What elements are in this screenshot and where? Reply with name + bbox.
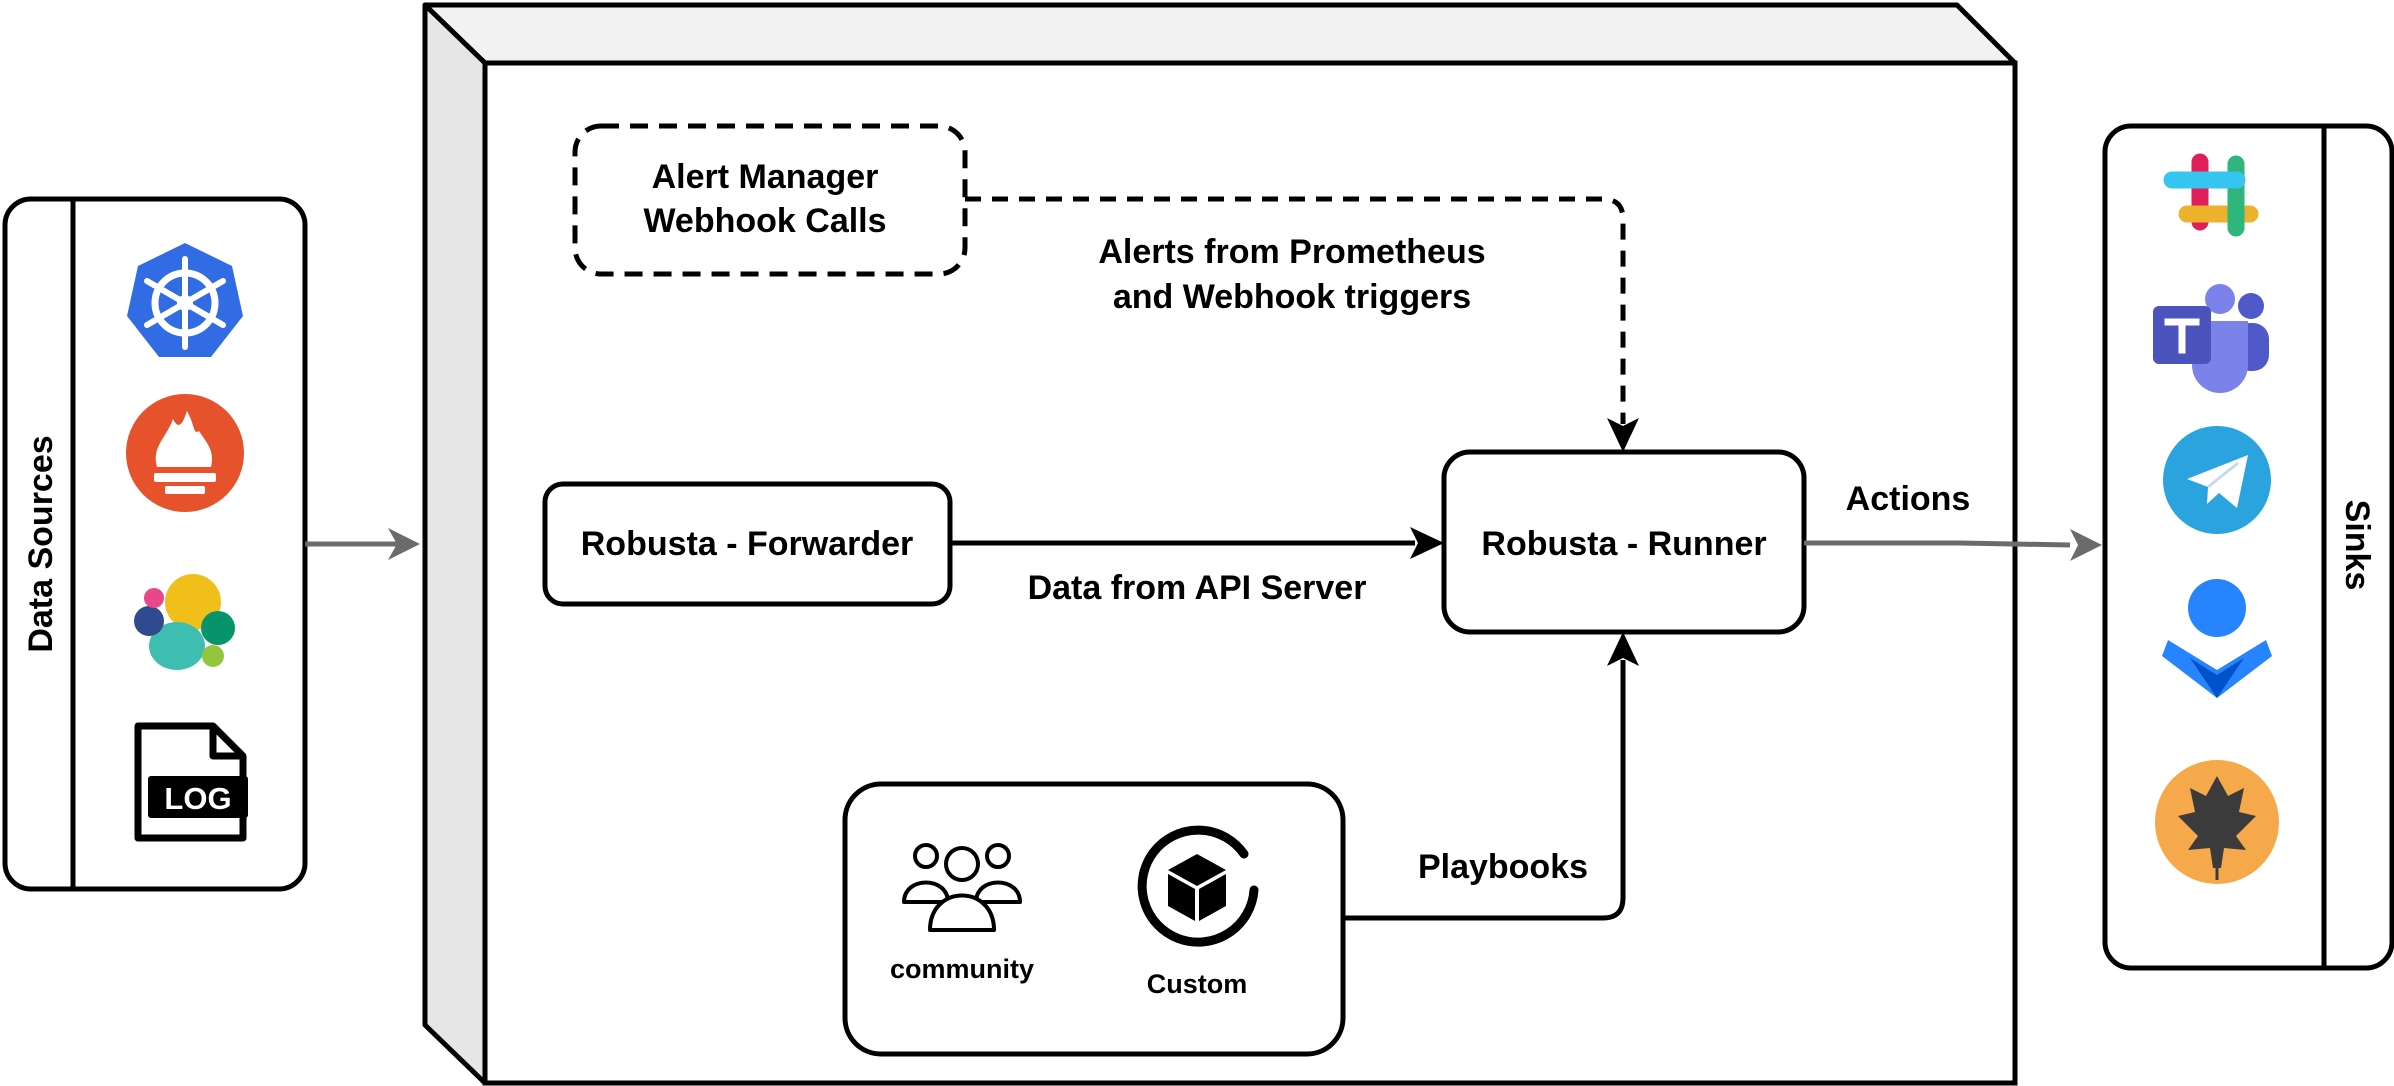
api-edge: Data from API Server [950,527,1444,607]
custom-box-icon [1137,825,1259,947]
alerts-label-2: and Webhook triggers [1113,278,1471,316]
log-file-icon: LOG [134,722,248,842]
sinks-panel: Sinks [2102,123,2394,971]
kubernetes-icon [127,243,243,357]
sinks-label: Sinks [2338,500,2376,591]
forwarder-node: Robusta - Forwarder [542,481,953,607]
alertmanager-node: Alert Manager Webhook Calls [572,123,968,277]
runner-label: Robusta - Runner [1481,525,1766,563]
playbooks-box: community Custom [842,781,1346,1057]
alerts-edge: Alerts from Prometheus and Webhook trigg… [965,196,1639,452]
victorops-icon [2155,760,2279,884]
alertmanager-label-2: Webhook Calls [643,202,886,240]
community-label: community [890,954,1034,984]
data-sources-label: Data Sources [22,435,60,652]
prometheus-icon [126,394,244,512]
teams-icon [2153,284,2269,393]
elastic-icon [134,574,235,670]
api-label: Data from API Server [1028,569,1367,607]
telegram-icon [2163,426,2271,534]
runner-node: Robusta - Runner [1441,449,1807,635]
forwarder-label: Robusta - Forwarder [581,525,913,563]
opsgenie-icon [2162,579,2272,698]
data-sources-panel: Data Sources [2,196,308,892]
custom-label: Custom [1147,969,1248,999]
log-text: LOG [164,781,231,816]
playbooks-label: Playbooks [1418,848,1588,886]
community-icon [902,843,1022,932]
alerts-label-1: Alerts from Prometheus [1098,233,1485,271]
actions-edge: Actions [1804,480,2102,561]
slack-icon [2163,153,2259,237]
playbooks-edge: Playbooks [1343,632,1639,921]
actions-label: Actions [1846,480,1971,518]
alertmanager-label-1: Alert Manager [652,158,879,196]
sources-to-cluster-arrow [305,528,420,560]
